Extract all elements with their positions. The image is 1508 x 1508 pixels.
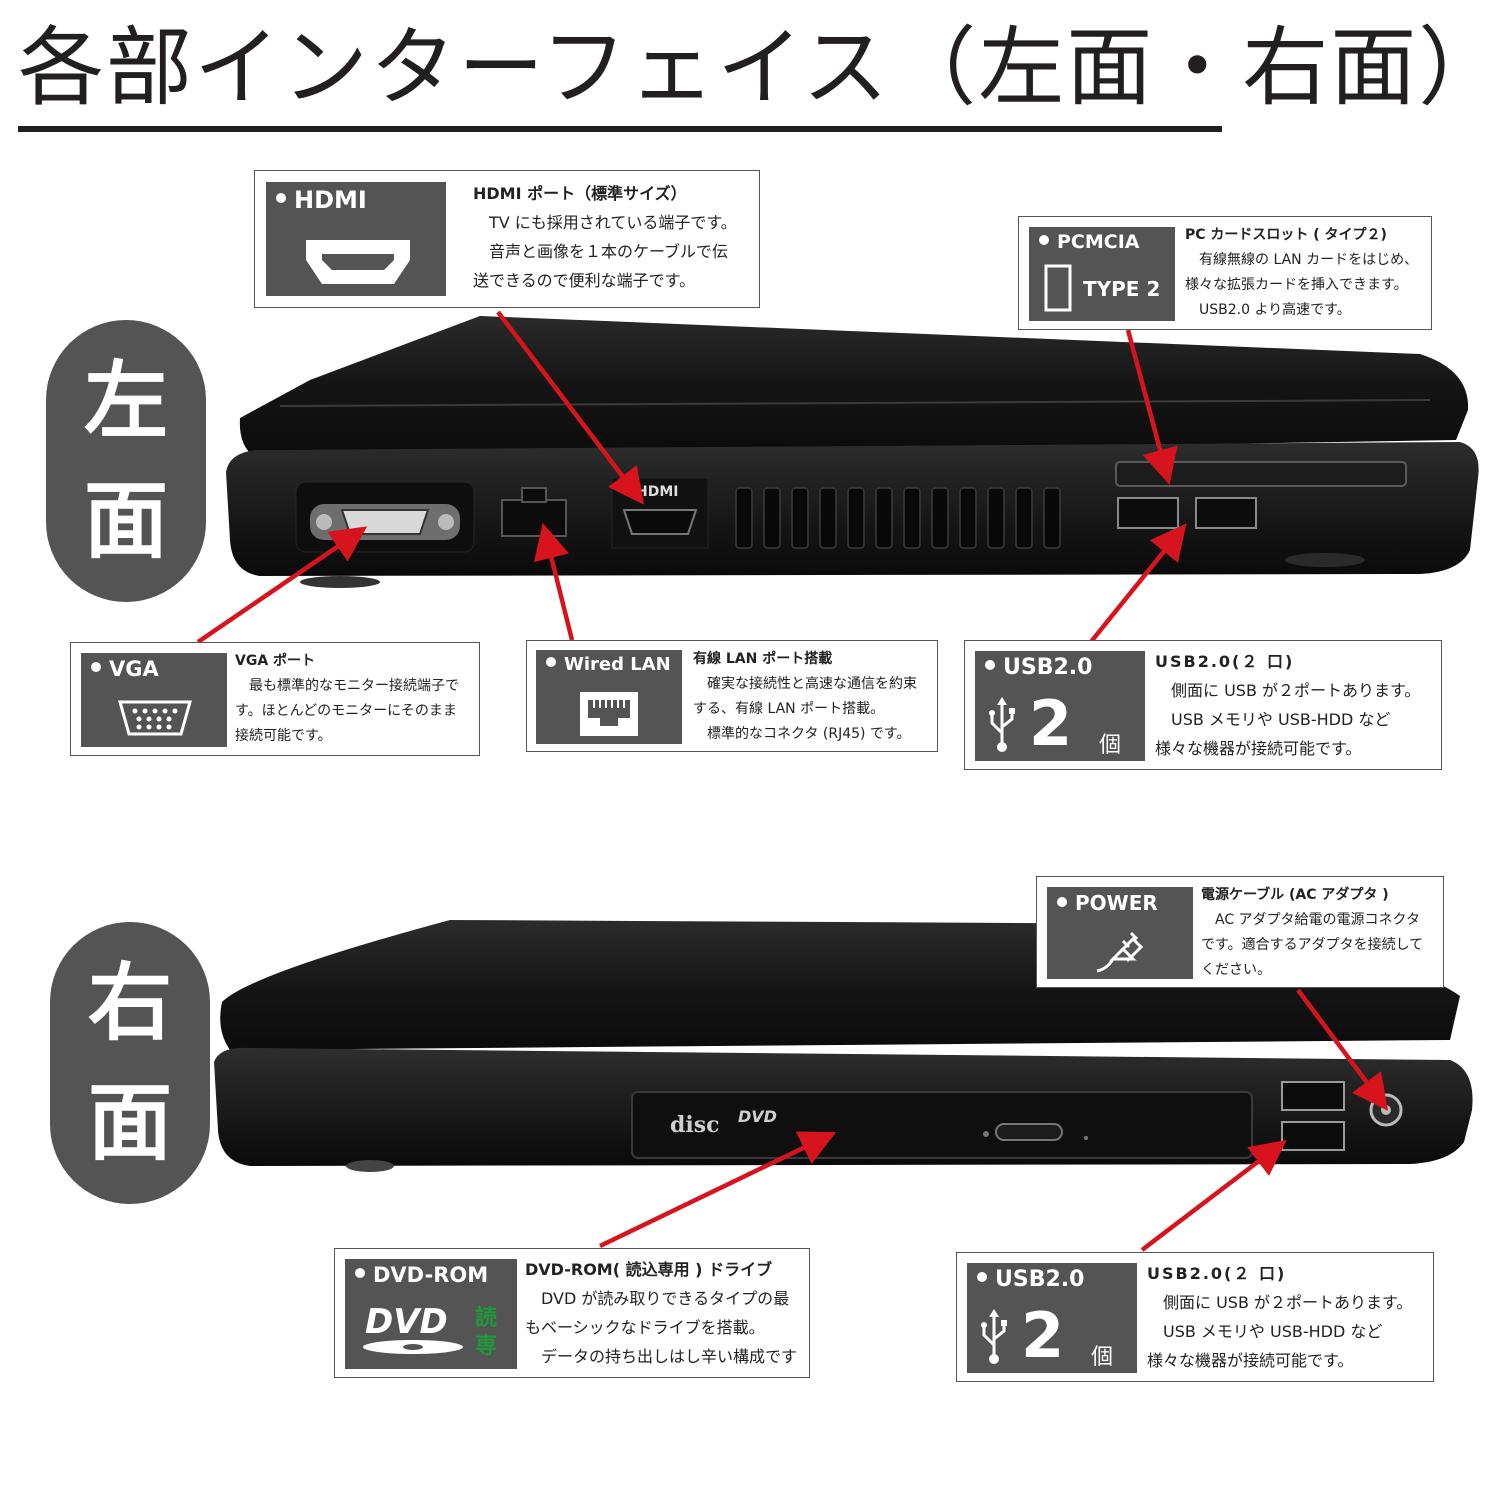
power-heading: 電源ケーブル (AC アダプタ ) (1201, 887, 1389, 903)
pcmcia-callout: PCMCIA TYPE 2 PC カードスロット ( タイプ２) 有線無線の L… (1018, 216, 1432, 330)
vga-port-icon (118, 700, 192, 736)
usb-left-line-2: USB メモリや USB-HDD など (1155, 710, 1391, 729)
vga-callout: VGA VGA ポート 最も標準的なモニター接続端子で す。ほとんどのモニターに… (70, 642, 480, 756)
dvd-read-only-label: 読 専 (475, 1305, 497, 1361)
power-line-3: ください。 (1201, 962, 1271, 978)
hdmi-line-1: TV にも採用されている端子です。 (473, 213, 737, 232)
usb-icon (989, 697, 1015, 752)
usb-left-line-3: 様々な機器が接続可能です。 (1155, 739, 1362, 758)
vga-line-3: 接続可能です。 (235, 728, 332, 744)
usb-right-unit: 個 (1091, 1345, 1114, 1370)
lan-line-1: 確実な接続性と高速な通信を約束 (693, 676, 917, 692)
usb-right-line-1: 側面に USB が２ポートあります。 (1147, 1293, 1413, 1312)
vga-description: VGA ポート 最も標準的なモニター接続端子で す。ほとんどのモニターにそのまま… (235, 649, 459, 749)
dvd-line-1: DVD が読み取りできるタイプの最 (525, 1289, 790, 1308)
hdmi-heading: HDMI ポート（標準サイズ） (473, 184, 687, 203)
lan-tag: Wired LAN (536, 650, 682, 744)
lan-heading: 有線 LAN ポート搭載 (693, 651, 833, 667)
right-side-label-char-1: 右 (87, 954, 172, 1052)
dvd-line-3: データの持ち出しはし辛い構成です (525, 1347, 798, 1366)
dvd-callout: DVD-ROM DVD 読 専 DVD-ROM( 読込専用 ) ドライブ DVD… (334, 1248, 810, 1378)
dvd-description: DVD-ROM( 読込専用 ) ドライブ DVD が読み取りできるタイプの最 も… (525, 1255, 797, 1371)
hdmi-description: HDMI ポート（標準サイズ） TV にも採用されている端子です。 音声と画像を… (473, 179, 737, 295)
dvd-tag-label: DVD-ROM (355, 1263, 488, 1287)
power-tag: POWER (1047, 887, 1193, 979)
left-side-label-char-2: 面 (83, 472, 168, 570)
dvd-heading: DVD-ROM( 読込専用 ) ドライブ (525, 1260, 773, 1279)
lan-line-3: 標準的なコネクタ (RJ45) です。 (693, 726, 911, 742)
right-side-label-char-2: 面 (87, 1074, 172, 1172)
vga-tag-label: VGA (91, 657, 159, 681)
pcmcia-line-2: 様々な拡張カードを挿入できます。 (1185, 277, 1408, 293)
pcmcia-tag: PCMCIA TYPE 2 (1029, 227, 1175, 321)
pcmcia-line-3: USB2.0 より高速です。 (1185, 302, 1351, 318)
left-side-label-char-1: 左 (83, 352, 168, 450)
lan-description: 有線 LAN ポート搭載 確実な接続性と高速な通信を約束 する、有線 LAN ポ… (693, 647, 917, 747)
pc-card-icon (1044, 264, 1072, 312)
dvd-logo-text: DVD (365, 1302, 448, 1342)
usb-left-count: 2 (1029, 687, 1073, 760)
usb-right-tag: USB2.0 2 個 (967, 1263, 1137, 1373)
usb-icon (981, 1309, 1007, 1364)
hdmi-tag-label: HDMI (276, 186, 367, 214)
dvd-read-only-char-2: 専 (475, 1334, 498, 1359)
usb-right-count: 2 (1021, 1299, 1065, 1372)
hdmi-line-3: 送できるので便利な端子です。 (473, 271, 696, 290)
left-side-label: 左 面 (46, 320, 206, 602)
lan-port-icon (580, 692, 638, 736)
lan-callout: Wired LAN 有線 LAN ポート搭載 確実な接続性と高速な通信を約束 す… (526, 640, 938, 752)
usb-left-tag: USB2.0 2 個 (975, 651, 1145, 761)
pcmcia-heading: PC カードスロット ( タイプ２) (1185, 227, 1387, 243)
power-plug-icon (1096, 931, 1144, 973)
pcmcia-description: PC カードスロット ( タイプ２) 有線無線の LAN カードをはじめ、 様々… (1185, 223, 1418, 323)
usb-left-callout: USB2.0 2 個 USB2.0(２ 口) 側面に USB が２ポートあります… (964, 640, 1442, 770)
hdmi-line-2: 音声と画像を１本のケーブルで伝 (473, 242, 729, 261)
usb-left-unit: 個 (1099, 733, 1122, 758)
power-description: 電源ケーブル (AC アダプタ ) AC アダプタ給電の電源コネクタ です。適合… (1201, 883, 1423, 983)
pcmcia-type-label: TYPE 2 (1083, 277, 1161, 301)
power-line-2: です。適合するアダプタを接続して (1201, 937, 1424, 953)
dvd-tag: DVD-ROM DVD 読 専 (345, 1259, 517, 1369)
title-underline (18, 126, 1222, 132)
disc-marking: disc (670, 1112, 720, 1138)
right-side-label: 右 面 (50, 922, 210, 1204)
lan-tag-label: Wired LAN (546, 654, 671, 675)
usb-right-line-2: USB メモリや USB-HDD など (1147, 1322, 1383, 1341)
pcmcia-tag-label: PCMCIA (1039, 231, 1140, 253)
hdmi-port-icon (306, 240, 410, 284)
power-callout: POWER 電源ケーブル (AC アダプタ ) AC アダプタ給電の電源コネクタ… (1036, 876, 1444, 988)
dvd-read-only-char-1: 読 (475, 1306, 498, 1331)
dvd-line-2: もベーシックなドライブを搭載。 (525, 1318, 765, 1337)
hdmi-callout: HDMI HDMI ポート（標準サイズ） TV にも採用されている端子です。 音… (254, 170, 760, 308)
usb-right-heading: USB2.0(２ 口) (1147, 1264, 1287, 1283)
usb-right-line-3: 様々な機器が接続可能です。 (1147, 1351, 1354, 1370)
vga-tag: VGA (81, 653, 227, 747)
usb-left-tag-label: USB2.0 (985, 655, 1092, 680)
page-title: 各部インターフェイス（左面・右面） (18, 18, 1507, 118)
lan-line-2: する、有線 LAN ポート搭載。 (693, 701, 885, 717)
usb-left-description: USB2.0(２ 口) 側面に USB が２ポートあります。 USB メモリや … (1155, 647, 1420, 763)
power-tag-label: POWER (1057, 891, 1158, 915)
dvd-marking: DVD (738, 1107, 777, 1126)
usb-right-callout: USB2.0 2 個 USB2.0(２ 口) 側面に USB が２ポートあります… (956, 1252, 1434, 1382)
hdmi-tag: HDMI (266, 182, 446, 296)
power-line-1: AC アダプタ給電の電源コネクタ (1201, 912, 1420, 928)
usb-left-line-1: 側面に USB が２ポートあります。 (1155, 681, 1421, 700)
dvd-logo-icon: DVD (363, 1302, 463, 1354)
vga-line-2: す。ほとんどのモニターにそのまま (235, 703, 457, 719)
usb-left-heading: USB2.0(２ 口) (1155, 652, 1295, 671)
hdmi-port-marking: HDMI (636, 484, 678, 500)
pcmcia-line-1: 有線無線の LAN カードをはじめ、 (1185, 252, 1419, 268)
vga-line-1: 最も標準的なモニター接続端子で (235, 678, 459, 694)
vga-heading: VGA ポート (235, 653, 316, 669)
usb-right-tag-label: USB2.0 (977, 1267, 1084, 1292)
usb-right-description: USB2.0(２ 口) 側面に USB が２ポートあります。 USB メモリや … (1147, 1259, 1412, 1375)
